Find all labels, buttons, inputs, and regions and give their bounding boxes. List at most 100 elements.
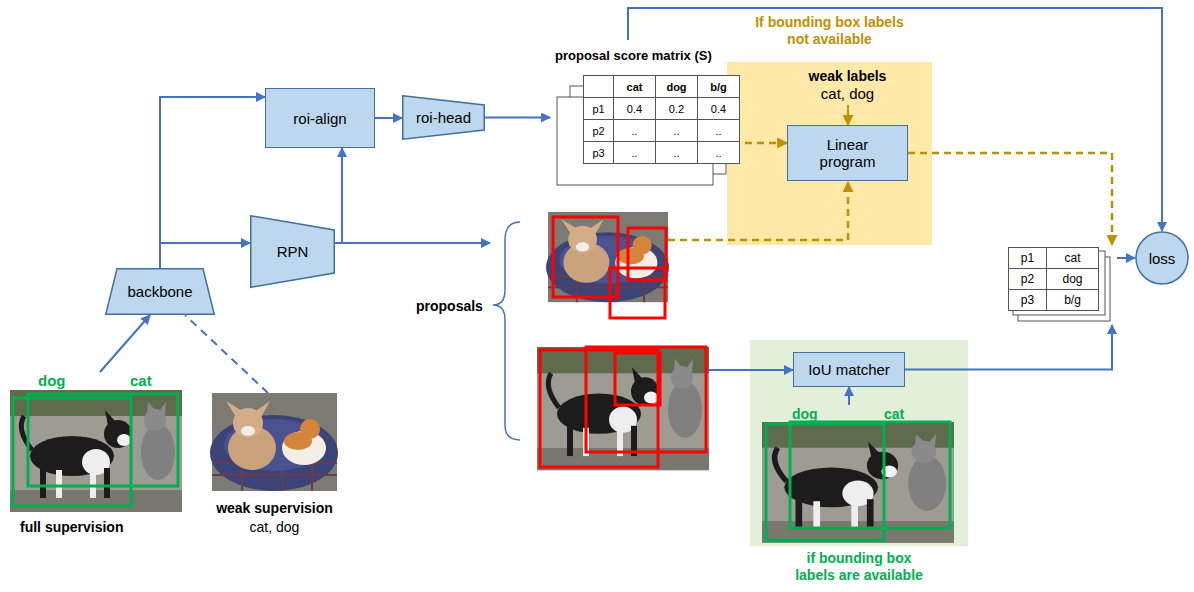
- block-shape: [106, 269, 215, 315]
- table-cell: 0.4: [698, 98, 740, 120]
- table-cell: ..: [698, 120, 740, 142]
- full-supervision-image: dog cat full supervision: [10, 372, 182, 540]
- table-cell: b/g: [698, 76, 740, 98]
- cell-text: p3: [592, 147, 604, 159]
- connector: [335, 148, 342, 243]
- labelled-photo: [762, 422, 954, 543]
- table-cell: ..: [614, 142, 656, 164]
- table-cell: dog: [1047, 269, 1099, 290]
- connector: [848, 387, 850, 405]
- head-block: roi-head: [402, 95, 485, 140]
- cell-text: cat: [1064, 251, 1080, 265]
- table-cell: dog: [656, 76, 698, 98]
- block-label: backbone: [127, 283, 192, 300]
- connector: [1117, 257, 1135, 259]
- text-holder: if bounding box labels are available: [750, 550, 968, 584]
- weak-supervision-image: weak supervision cat, dog: [212, 393, 337, 543]
- cell-text: p2: [592, 125, 604, 137]
- rpn-block: RPN: [250, 215, 335, 288]
- matrix-title: proposal score matrix (S): [555, 48, 712, 63]
- table-cell: ..: [698, 142, 740, 164]
- text-holder: dog: [38, 372, 66, 390]
- image-caption: weak supervision: [216, 500, 333, 516]
- cell-text: b/g: [1064, 293, 1081, 307]
- cell-text: p1: [1021, 251, 1034, 265]
- circle-label: loss: [1149, 250, 1176, 267]
- connector: [100, 315, 150, 372]
- table-cell: p2: [1009, 269, 1047, 290]
- score-table: catdogb/gp10.40.20.4p2......p3......: [583, 75, 740, 164]
- connector: [375, 117, 402, 119]
- circle-shape: [1136, 232, 1188, 284]
- box-label: roi-align: [293, 110, 346, 127]
- cell-text: ..: [715, 147, 721, 159]
- text-holder: cat: [130, 372, 152, 390]
- proposal-box: [586, 347, 706, 452]
- connector: [485, 117, 550, 119]
- proposal-box: [610, 268, 665, 318]
- cell-text: 0.2: [669, 103, 684, 115]
- block-label: roi-head: [416, 109, 471, 126]
- label-holder: proposals: [416, 297, 483, 315]
- cell-text: ..: [631, 125, 637, 137]
- image-caption: full supervision: [20, 519, 123, 535]
- cell-text: 0.4: [627, 103, 642, 115]
- connector: [160, 97, 265, 268]
- cell-text: ..: [673, 147, 679, 159]
- process-box: roi-align: [265, 88, 375, 148]
- wire: [847, 105, 849, 125]
- block-shape: [251, 216, 335, 288]
- proposal-box: [615, 353, 660, 405]
- text-holder: If bounding box labels not available: [727, 14, 932, 48]
- cell-text: p3: [1021, 293, 1034, 307]
- cell-text: dog: [1062, 272, 1082, 286]
- proposal-box: [553, 217, 618, 297]
- table-cell: ..: [656, 142, 698, 164]
- block-label: RPN: [277, 243, 309, 260]
- cell-text: ..: [673, 125, 679, 137]
- block-shape: [403, 96, 485, 140]
- proposal-photo: [537, 347, 709, 470]
- group-label: proposals: [416, 298, 483, 314]
- table-cell: b/g: [1047, 290, 1099, 311]
- text-holder: cat: [884, 405, 904, 423]
- proposal-photo: [546, 212, 669, 302]
- table-cell: p2: [584, 120, 614, 142]
- gt-box: [28, 394, 178, 486]
- table-corner: [584, 76, 614, 98]
- gt-box: [790, 422, 950, 528]
- table-cell: 0.4: [614, 98, 656, 120]
- text-holder: weak supervision: [200, 499, 349, 517]
- box-label: IoU matcher: [808, 361, 890, 378]
- class-label: dog: [38, 372, 66, 389]
- gt-box: [766, 424, 884, 540]
- text-holder: full supervision: [20, 518, 123, 536]
- text-holder: weak labels: [787, 67, 908, 85]
- loss-circle: loss: [1135, 231, 1189, 285]
- band-subheading: weak labels: [809, 68, 887, 84]
- label-table-grid: p1 cat p2 dog p3 b/g: [1008, 247, 1099, 311]
- weak-branch-band: If bounding box labels not available weak…: [727, 12, 932, 245]
- table-cell: p3: [1009, 290, 1047, 311]
- text-holder: cat, dog: [787, 85, 908, 103]
- score-matrix: proposal score matrix (S)catdogb/gp10.40…: [550, 40, 745, 190]
- weak-supervision-photo: [210, 393, 338, 491]
- gt-box: [13, 398, 131, 506]
- process-box: IoU matcher: [793, 352, 905, 387]
- brace: [493, 222, 520, 440]
- box-label: Linear program: [805, 136, 890, 170]
- class-label: dog: [792, 406, 818, 422]
- cell-text: ..: [631, 147, 637, 159]
- class-label: cat: [130, 372, 152, 389]
- image-caption: cat, dog: [250, 519, 300, 535]
- proposal-box: [540, 350, 658, 467]
- table-cell: cat: [1047, 248, 1099, 269]
- backbone-block: backbone: [105, 268, 215, 315]
- connector: [908, 153, 1112, 245]
- table-cell: p1: [584, 98, 614, 120]
- cell-text: p1: [592, 103, 604, 115]
- cell-text: dog: [666, 81, 686, 93]
- process-box: Linear program: [787, 125, 908, 181]
- table-cell: p1: [1009, 248, 1047, 269]
- connector: [185, 315, 268, 393]
